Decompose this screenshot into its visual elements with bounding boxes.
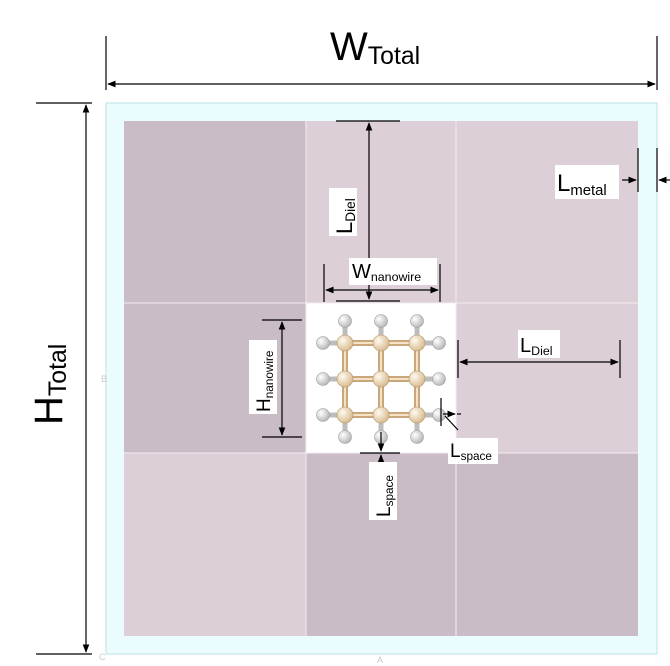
hydrogen-atom [432, 408, 446, 422]
l-space-bottom-label: Lspace [374, 475, 396, 517]
carbon-atom [408, 334, 426, 352]
w-nanowire-label: Wnanowire [352, 261, 421, 284]
carbon-atom [408, 370, 426, 388]
l-space-right-label: Lspace [450, 441, 492, 463]
carbon-atom [336, 334, 354, 352]
corner-mark-bottom-left: C [99, 652, 106, 662]
dielectric-cell-bottom-right [456, 453, 638, 636]
hydrogen-atom [410, 314, 424, 328]
hydrogen-atom [432, 372, 446, 386]
w-total-label: WTotal [330, 25, 420, 70]
hydrogen-atom [316, 336, 330, 350]
w-nanowire-dimension [323, 264, 441, 302]
dielectric-grid [124, 121, 638, 636]
l-diel-right-label: LDiel [520, 335, 552, 358]
dielectric-cell-top-left [124, 121, 306, 303]
carbon-atom [336, 370, 354, 388]
h-nanowire-label: Hnanowire [254, 350, 276, 412]
carbon-atom [372, 334, 390, 352]
h-total-label: HTotal [27, 344, 72, 425]
carbon-atom [372, 370, 390, 388]
corner-mark-bottom-mid: A [377, 655, 383, 665]
dielectric-cell-top-right [456, 121, 638, 303]
dielectric-cell-middle-left [124, 303, 306, 453]
hydrogen-atom [410, 430, 424, 444]
carbon-atom [408, 406, 426, 424]
dielectric-cell-middle-right [456, 303, 638, 453]
corner-mark-left: B [101, 374, 107, 384]
l-metal-label: Lmetal [557, 170, 607, 199]
hydrogen-atom [374, 314, 388, 328]
hydrogen-atom [316, 408, 330, 422]
hydrogen-atom [316, 372, 330, 386]
nanowire-molecule [316, 314, 446, 444]
dielectric-cell-bottom-left [124, 453, 306, 636]
l-space-right-dimension [440, 398, 461, 431]
hydrogen-atom [432, 336, 446, 350]
l-diel-right-dimension [457, 340, 621, 378]
hydrogen-atom [338, 430, 352, 444]
hydrogen-atom [338, 314, 352, 328]
h-nanowire-dimension [262, 319, 302, 438]
h-total-dimension [36, 102, 92, 655]
carbon-atom [336, 406, 354, 424]
w-total-dimension [105, 36, 658, 90]
carbon-atom [372, 406, 390, 424]
l-metal-dimension [622, 148, 670, 192]
l-diel-top-label: LDiel [332, 198, 358, 234]
